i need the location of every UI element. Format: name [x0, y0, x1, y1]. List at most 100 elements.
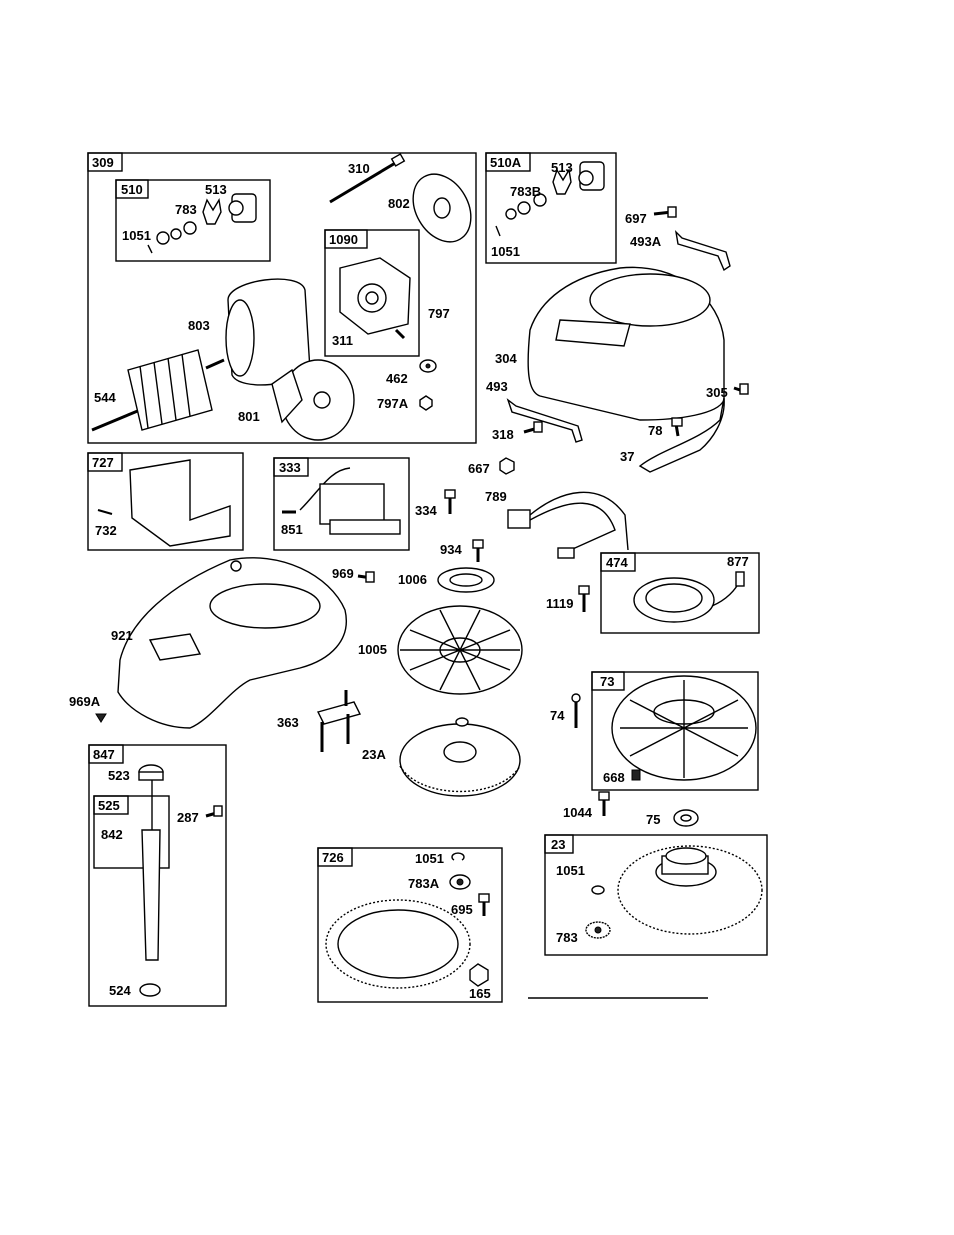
ring-gear-726-drawing	[326, 900, 470, 988]
part-label-74: 74	[550, 708, 565, 723]
group-label-726: 726	[322, 850, 344, 865]
blower-housing-921-drawing	[118, 558, 346, 728]
part-label-783: 783	[175, 202, 197, 217]
end-plate-802-drawing	[401, 164, 482, 252]
washer-1051-23-drawing	[592, 886, 604, 894]
part-label-877: 877	[727, 554, 749, 569]
part-label-697: 697	[625, 211, 647, 226]
part-label-783-23: 783	[556, 930, 578, 945]
tool-363-drawing	[318, 690, 360, 752]
flywheel-23-drawing	[618, 846, 762, 934]
group-label-309: 309	[92, 155, 114, 170]
part-label-802: 802	[388, 196, 410, 211]
part-label-969A: 969A	[69, 694, 101, 709]
group-label-525: 525	[98, 798, 120, 813]
part-label-797: 797	[428, 306, 450, 321]
screw-78-drawing	[672, 418, 682, 436]
part-label-513-510A: 513	[551, 160, 573, 175]
screw-697-drawing	[654, 207, 676, 217]
nut-783A-drawing	[450, 875, 470, 889]
part-label-318: 318	[492, 427, 514, 442]
part-label-165: 165	[469, 986, 491, 1001]
part-label-783A: 783A	[408, 876, 440, 891]
bracket-493A-drawing	[676, 232, 730, 270]
blower-housing-304-drawing	[528, 267, 724, 420]
screw-1119-drawing	[579, 586, 589, 612]
baffle-727-drawing	[98, 460, 230, 546]
fan-1005-drawing	[398, 606, 522, 694]
part-label-1051-510A: 1051	[491, 244, 520, 259]
screw-934-drawing	[473, 540, 483, 562]
wire-harness-789-drawing	[508, 492, 628, 558]
part-label-544: 544	[94, 390, 116, 405]
drive-510A-drawing	[496, 162, 604, 236]
part-label-789: 789	[485, 489, 507, 504]
part-label-667: 667	[468, 461, 490, 476]
nut-667-drawing	[500, 458, 514, 474]
bracket-493-drawing	[508, 400, 582, 442]
part-label-842: 842	[101, 827, 123, 842]
part-label-797A: 797A	[377, 396, 409, 411]
group-label-73: 73	[600, 674, 614, 689]
group-label-333: 333	[279, 460, 301, 475]
washer-462-drawing	[420, 360, 436, 372]
screw-969-drawing	[358, 572, 374, 582]
part-label-934: 934	[440, 542, 462, 557]
part-label-493A: 493A	[630, 234, 662, 249]
part-label-803: 803	[188, 318, 210, 333]
screw-74-drawing	[572, 694, 580, 728]
nut-797A-drawing	[420, 396, 432, 410]
group-label-847: 847	[93, 747, 115, 762]
part-label-1051-23: 1051	[556, 863, 585, 878]
screw-305-drawing	[734, 384, 748, 394]
brush-holder-1090-drawing	[340, 258, 410, 338]
part-label-513: 513	[205, 182, 227, 197]
nut-165-drawing	[470, 964, 488, 986]
bolt-1044-drawing	[599, 792, 609, 816]
part-label-801: 801	[238, 409, 260, 424]
part-label-732: 732	[95, 523, 117, 538]
part-label-1006: 1006	[398, 572, 427, 587]
part-label-305: 305	[706, 385, 728, 400]
flywheel-23A-drawing	[400, 718, 520, 796]
part-label-1005: 1005	[358, 642, 387, 657]
gear-783-23-drawing	[586, 922, 610, 938]
part-label-668: 668	[603, 770, 625, 785]
part-label-363: 363	[277, 715, 299, 730]
screw-334-drawing	[445, 490, 455, 514]
part-label-783B: 783B	[510, 184, 541, 199]
part-label-969: 969	[332, 566, 354, 581]
washer-75-drawing	[674, 810, 698, 826]
screw-969A-drawing	[96, 714, 106, 722]
part-label-287: 287	[177, 810, 199, 825]
alternator-474-drawing	[634, 572, 744, 622]
part-label-37: 37	[620, 449, 634, 464]
part-label-462: 462	[386, 371, 408, 386]
part-label-523: 523	[108, 768, 130, 783]
part-label-1119: 1119	[546, 596, 574, 611]
part-label-311: 311	[332, 333, 353, 348]
part-label-310: 310	[348, 161, 370, 176]
group-label-23: 23	[551, 837, 565, 852]
part-label-695: 695	[451, 902, 473, 917]
drive-513-drawing	[148, 194, 256, 253]
screw-668-drawing	[632, 770, 640, 780]
part-label-851: 851	[281, 522, 303, 537]
group-label-474: 474	[606, 555, 628, 570]
part-label-524: 524	[109, 983, 131, 998]
part-label-23A: 23A	[362, 747, 386, 762]
group-label-727: 727	[92, 455, 114, 470]
part-label-1051: 1051	[122, 228, 151, 243]
screen-73-drawing	[612, 676, 756, 780]
screw-287-drawing	[206, 806, 222, 816]
dipstick-847-drawing	[139, 765, 163, 960]
group-label-510A: 510A	[490, 155, 522, 170]
part-label-75: 75	[646, 812, 660, 827]
part-label-78: 78	[648, 423, 662, 438]
seal-524-drawing	[140, 984, 160, 996]
group-label-1090: 1090	[329, 232, 358, 247]
retainer-1006-drawing	[438, 568, 494, 592]
part-label-304: 304	[495, 351, 517, 366]
screw-318-drawing	[524, 422, 542, 432]
